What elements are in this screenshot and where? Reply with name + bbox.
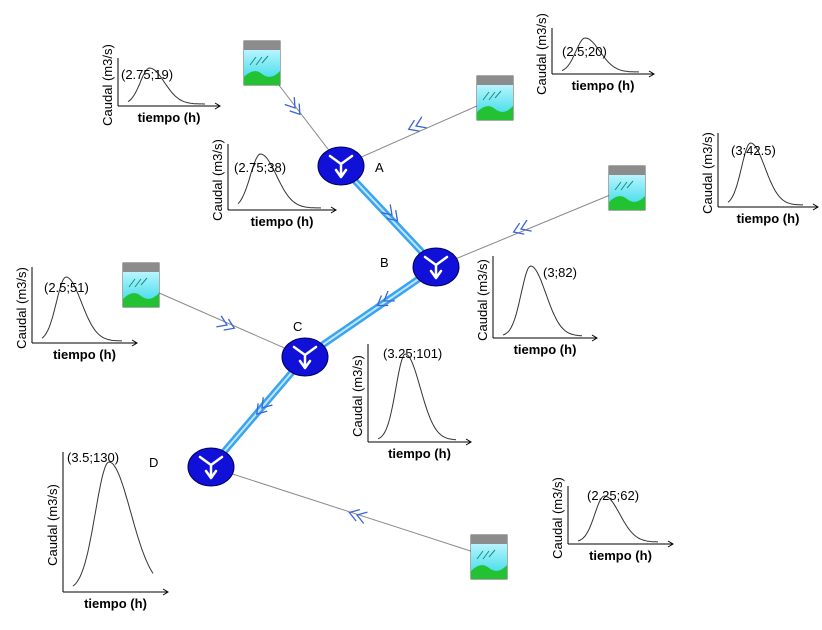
x-axis-label: tiempo (h): [572, 78, 635, 93]
hydrograph-curve: [502, 265, 583, 337]
flow-chevron-icon: [376, 290, 395, 307]
tributary-link: [435, 187, 628, 268]
y-axis-label: Caudal (m3/s): [14, 267, 29, 349]
hydrograph: (2.25;62) tiempo (h) Caudal (m3/s): [550, 477, 674, 563]
flow-chevron-icon: [407, 116, 427, 132]
river-reach-highlight: [210, 356, 306, 468]
hydrograph: (3.5;130) tiempo (h) Caudal (m3/s): [45, 450, 169, 611]
flow-chevron-icon: [381, 204, 399, 222]
y-axis-label: Caudal (m3/s): [100, 44, 115, 126]
node-label: A: [375, 160, 384, 175]
node-label: C: [293, 319, 302, 334]
junction-nodes: A B C D: [149, 146, 460, 487]
hydrograph-curve: [237, 153, 322, 209]
y-axis-label: Caudal (m3/s): [210, 139, 225, 221]
junction-node-d: D: [149, 447, 235, 487]
y-axis-label: Caudal (m3/s): [475, 259, 490, 341]
flow-chevron-icon: [284, 97, 301, 116]
hydrograph-curve: [127, 67, 205, 105]
x-axis-label: tiempo (h): [251, 214, 314, 229]
hydrograph: (3.25;101) tiempo (h) Caudal (m3/s): [350, 344, 472, 461]
subbasin-icon: [608, 165, 646, 211]
flow-chevron-icon: [512, 219, 532, 235]
x-axis-label: tiempo (h): [53, 347, 116, 362]
x-axis-label: tiempo (h): [589, 548, 652, 563]
flow-chevron-icon: [216, 315, 236, 331]
x-axis-label: tiempo (h): [388, 446, 451, 461]
peak-label: (2.5;20): [562, 44, 607, 59]
junction-node-b: B: [380, 247, 460, 287]
hydrograph: (2.75;19) tiempo (h) Caudal (m3/s): [100, 44, 221, 126]
flow-chevron-icon: [256, 397, 273, 415]
subbasin-icon: [243, 40, 281, 86]
hydrograph: (2.75;38) tiempo (h) Caudal (m3/s): [210, 139, 337, 229]
x-axis-label: tiempo (h): [514, 342, 577, 357]
subbasins: [122, 40, 646, 580]
peak-label: (3.5;130): [67, 450, 119, 465]
junction-node-a: A: [317, 146, 384, 186]
y-axis-label: Caudal (m3/s): [550, 477, 565, 559]
junction-node-c: C: [281, 319, 329, 377]
subbasin-icon: [122, 262, 160, 308]
hydrograph: (3;82) tiempo (h) Caudal (m3/s): [475, 256, 598, 357]
river-reach-highlight: [340, 165, 437, 268]
peak-label: (3;82): [543, 265, 577, 280]
river-reaches: [207, 162, 440, 471]
y-axis-label: Caudal (m3/s): [350, 355, 365, 437]
x-axis-label: tiempo (h): [84, 596, 147, 611]
tributary-link: [340, 97, 496, 167]
peak-label: (3;42.5): [731, 143, 776, 158]
hydrographs: (2.75;19)tiempo (h)Caudal (m3/s)(2.5;20)…: [14, 13, 819, 611]
node-label: B: [380, 255, 389, 270]
peak-label: (2.75;19): [121, 67, 173, 82]
hydrograph-curve: [72, 461, 154, 587]
peak-label: (2.25;62): [587, 488, 639, 503]
hydrograph-curve: [577, 495, 658, 543]
hydrograph: (3;42.5) tiempo (h) Caudal (m3/s): [700, 132, 819, 226]
subbasin-icon: [476, 75, 514, 121]
tributary-link: [140, 284, 306, 358]
river-reach-highlight: [304, 266, 437, 358]
y-axis-label: Caudal (m3/s): [534, 13, 549, 95]
flow-arrows: [216, 97, 532, 524]
hydrograph-curve: [727, 142, 803, 206]
x-axis-label: tiempo (h): [737, 211, 800, 226]
subbasin-icon: [470, 534, 508, 580]
hydrograph: (2.5;51) tiempo (h) Caudal (m3/s): [14, 267, 138, 362]
y-axis-label: Caudal (m3/s): [45, 484, 60, 566]
x-axis-label: tiempo (h): [138, 110, 201, 125]
node-label: D: [149, 455, 158, 470]
flow-chevron-icon: [348, 508, 368, 524]
hydrograph: (2.5;20) tiempo (h) Caudal (m3/s): [534, 13, 655, 95]
hydrograph-curve: [377, 353, 457, 441]
peak-label: (3.25;101): [383, 346, 442, 361]
y-axis-label: Caudal (m3/s): [700, 132, 715, 214]
hydrograph-curve: [41, 276, 122, 342]
peak-label: (2.5;51): [44, 280, 89, 295]
hydrograph-curve: [561, 37, 640, 73]
peak-label: (2.75;38): [234, 160, 286, 175]
